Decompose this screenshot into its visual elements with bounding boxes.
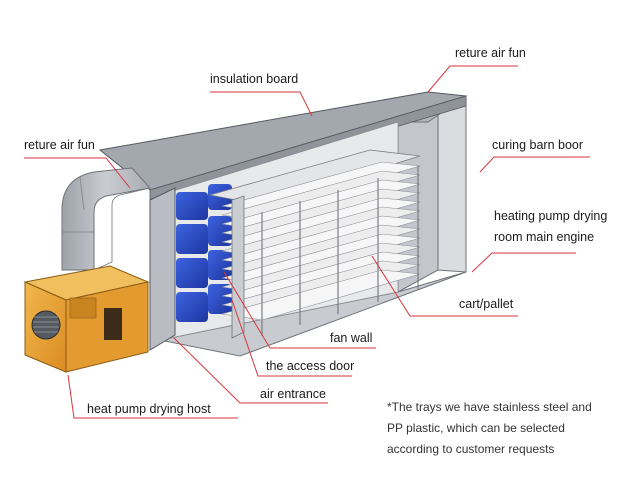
cart-posts [261,166,419,336]
label-access-door: the access door [266,359,355,373]
label-reture-air-fun-left: reture air fun [24,138,95,152]
label-fan-wall: fan wall [330,331,373,345]
leader-access-door [231,299,352,377]
label-heating-pump-line2: room main engine [494,230,595,244]
heat-pump-host [23,265,150,373]
fan-unit [208,250,232,280]
host-fan-icon [31,310,61,340]
leader-cart-pallet [371,255,518,317]
tray-stack [221,161,421,321]
label-cart-pallet: cart/pallet [459,297,514,311]
cart-pallet [209,149,421,336]
label-curing-barn-door: curing barn boor [492,138,584,152]
fan-unit [176,224,208,254]
fan-unit [176,258,208,288]
leader-reture-air-fun-left [24,157,131,189]
label-heat-pump-host: heat pump drying host [87,402,211,416]
leader-heat-pump-host [67,374,238,419]
leader-heating-pump [471,252,576,273]
leader-curing-barn-door [479,156,590,173]
leader-fan-wall [223,271,376,349]
access-door [231,195,245,339]
label-air-entrance: air entrance [260,387,327,401]
label-insulation-board: insulation board [210,72,299,86]
label-heating-pump-line1: heating pump drying [494,209,608,223]
fan-unit [176,292,208,322]
leader-insulation-board [210,91,313,117]
leader-air-entrance [173,337,328,404]
leader-reture-air-fun-top [427,65,518,93]
fan-wall-fans [176,184,232,322]
note-line: according to customer requests [387,442,555,456]
fan-wall-panel [149,187,176,351]
return-air-duct [61,167,151,271]
fan-unit [208,284,232,314]
note-line: *The trays we have stainless steel and [387,400,592,414]
tray-material-note: *The trays we have stainless steel and P… [387,397,622,460]
label-reture-air-fun-top: reture air fun [455,46,526,60]
note-line: PP plastic, which can be selected [387,421,565,435]
tray [221,269,421,321]
fan-unit [176,192,208,220]
leader-lines [24,65,590,419]
